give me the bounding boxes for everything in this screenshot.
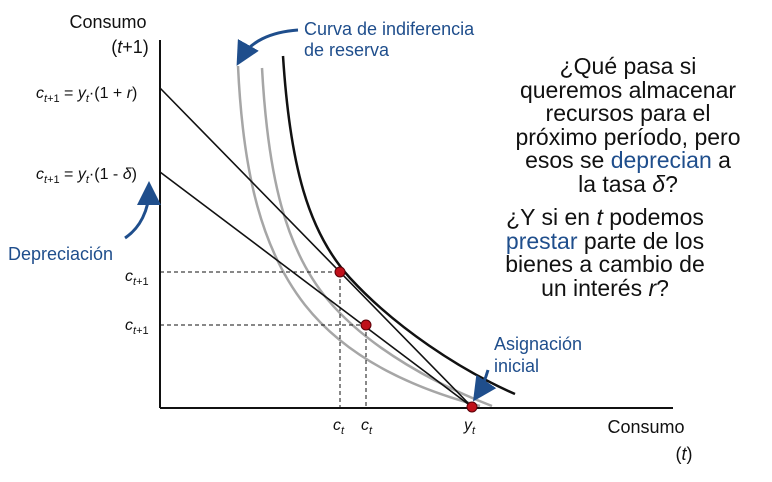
endowment-annotation-line1: Asignación [494,334,582,354]
endowment-annotation-line2: inicial [494,356,539,376]
question-lending-line2: prestar parte de los [505,227,705,254]
reserve-curve-annotation-line1: Curva de indiferencia [304,19,475,39]
question-storage-line1: ¿Qué pasa si [559,53,697,79]
keyword-prestar: prestar [505,227,578,254]
endowment-point [466,401,478,413]
y-axis-title: Consumo [69,12,146,32]
x-axis-title: Consumo [607,417,684,437]
y-axis-subtitle: (t+1) [111,37,149,57]
question-storage: ¿Qué pasa si queremos almacenar recursos… [478,53,772,197]
ct-left-label: ct [333,417,345,437]
depreciation-arrow [124,181,161,240]
budget-line-interest [159,87,473,408]
reserve-curve-annotation-line2: de reserva [304,40,390,60]
delta-symbol: δ [652,170,666,197]
ct-right-label: ct [361,417,373,437]
indifference-curve-black [281,55,516,396]
question-storage-line5: esos se deprecian a [525,147,731,173]
x-axis-subtitle: (t) [675,444,692,464]
budget-line-depreciation [159,171,473,408]
reserve-curve-arrow [236,28,299,66]
yt-label: yt [463,417,476,437]
endowment-arrow [473,369,497,402]
indifference-curve-grey-1 [236,65,481,408]
optimum-point-depreciation [360,319,372,331]
question-lending: ¿Y si en t podemos prestar parte de los … [455,204,755,301]
depreciation-annotation: Depreciación [8,244,113,264]
question-storage-line3: recursos para el [545,100,711,126]
question-lending-line4: un interés r? [541,274,669,301]
ct1-lower-label: ct+1 [125,317,149,337]
optimum-point-interest [334,266,346,278]
y-intercept-interest-label: ct+1 = yt·(1 + r) [36,85,137,105]
question-storage-line4: próximo período, pero [515,123,741,150]
question-lending-line3: bienes a cambio de [505,251,705,277]
question-storage-line6: la tasa δ? [578,170,678,197]
question-storage-line2: queremos almacenar [519,76,737,103]
y-intercept-depreciation-label: ct+1 = yt·(1 - δ) [36,166,137,186]
ct1-upper-label: ct+1 [125,268,149,288]
keyword-deprecian: deprecian [610,147,712,173]
question-lending-line1: ¿Y si en t podemos [506,204,704,230]
